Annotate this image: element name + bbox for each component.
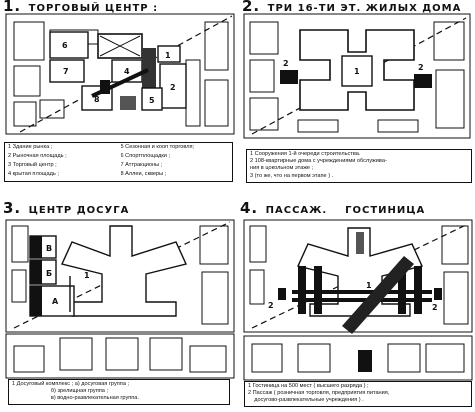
block-1-market [157, 45, 181, 63]
legend-item: в) водно-развлекательная группа. [12, 395, 139, 402]
legend-item: 3 Торговый центр ; [8, 162, 57, 168]
label-2-right: 2 [418, 63, 424, 72]
panel-1-number: 1. [3, 0, 22, 15]
legend-item: 1 Здание рынка ; [8, 144, 53, 150]
legend-item: 1 Гостиница на 500 мест ( высшего разряд… [248, 383, 369, 389]
block-2-market-square [159, 63, 187, 109]
label-4: 4 [124, 67, 130, 76]
panel-3-legend: 1 Досуговый комплекс ; а) досуговая груп… [8, 379, 230, 405]
tower-1 [341, 55, 373, 87]
label-6: 6 [62, 41, 68, 50]
panel-3-title: ЦЕНТР ДОСУГА [28, 205, 130, 216]
panel-1-trade-center: 1. ТОРГОВЫЙ ЦЕНТР : 6 7 4 8 5 2 1 [0, 0, 237, 206]
label-5: 5 [149, 96, 155, 105]
label-1: 1 [84, 271, 90, 280]
legend-item: 1 Досуговый комплекс ; а) досуговая груп… [12, 381, 130, 387]
label-8: 8 [94, 95, 100, 104]
panel-1-legend: 1 Здание рынка ; 5 Сезонная и кооп торго… [4, 142, 233, 182]
panel-4-heading: 4. ПАССАЖ. ГОСТИНИЦА [240, 199, 425, 217]
panel-1-heading: 1. ТОРГОВЫЙ ЦЕНТР : [3, 0, 158, 15]
block-5-seasonal [141, 87, 163, 111]
label-1: 1 [165, 51, 171, 60]
panel-2-site-plan: 2 1 2 [243, 13, 471, 139]
panel-1-site-plan: 6 7 4 8 5 2 1 [5, 13, 235, 135]
panel-4-passage-hotel: 4. ПАССАЖ. ГОСТИНИЦА 1 2 2 1 [238, 199, 475, 412]
panel-2-heading: 2. ТРИ 16-ТИ ЭТ. ЖИЛЫХ ДОМА [242, 0, 461, 15]
label-v: В [46, 244, 52, 253]
legend-item: 6 Спортплощадки ; [120, 153, 171, 159]
panel-1-title: ТОРГОВЫЙ ЦЕНТР : [28, 3, 159, 14]
legend-item: досугово-развлекательные учреждения ) . [248, 397, 364, 404]
label-2: 2 [170, 83, 176, 92]
panel-4-title: ПАССАЖ. ГОСТИНИЦА [265, 205, 426, 216]
legend-item: ния в цокольном этаже ; [250, 165, 314, 172]
block-6-sport [49, 31, 89, 59]
block-7-attractions [49, 59, 85, 83]
house-2-left [280, 70, 298, 84]
legend-item: 4 крытая площадь ; [8, 171, 59, 177]
legend-item: 3 (то же, что на первом этапе ) . [250, 172, 334, 179]
panel-2-title: ТРИ 16-ТИ ЭТ. ЖИЛЫХ ДОМА [267, 3, 462, 14]
panel-4-legend: 1 Гостиница на 500 мест ( высшего разряд… [244, 381, 472, 407]
panel-2-number: 2. [242, 0, 261, 15]
legend-item: б) зрелищная группа ; [12, 388, 109, 395]
panel-2-legend: 1 Сооружения 1-й очереди строительства. … [246, 149, 472, 183]
panel-3-leisure-center: 3. ЦЕНТР ДОСУГА В Б А 1 1 Досуговый комп… [0, 199, 237, 412]
label-a: А [52, 297, 59, 306]
legend-item: 5 Сезонная и кооп торговля; [120, 144, 195, 150]
panel-3-number: 3. [3, 199, 22, 217]
legend-item: 2 108-квартирные дома с учреждениями обс… [250, 158, 387, 165]
legend-item: 2 Рыночная площадь ; [8, 153, 67, 159]
label-2-left: 2 [283, 59, 289, 68]
panel-3-site-plan: В Б А 1 [5, 219, 235, 379]
label-7: 7 [63, 67, 69, 76]
label-1: 1 [354, 67, 360, 76]
label-b: Б [46, 269, 52, 278]
passage-grid [278, 266, 442, 314]
label-2-right: 2 [432, 303, 438, 312]
hotel-1 [342, 256, 414, 334]
panel-2-residential: 2. ТРИ 16-ТИ ЭТ. ЖИЛЫХ ДОМА 2 1 2 1 Соор… [238, 0, 475, 206]
label-1: 1 [366, 281, 372, 290]
legend-item: 2 Пассаж ( розничная торговля, предприят… [248, 390, 390, 397]
house-2-right [414, 74, 432, 88]
panel-4-number: 4. [240, 199, 259, 217]
panel-3-heading: 3. ЦЕНТР ДОСУГА [3, 199, 129, 217]
label-2-left: 2 [268, 301, 274, 310]
legend-item: 8 Аллеи, скверы ; [120, 171, 167, 177]
legend-item: 7 Аттракционы ; [120, 162, 163, 168]
legend-item: 1 Сооружения 1-й очереди строительства. [250, 151, 361, 157]
panel-4-site-plan: 1 2 2 [243, 219, 473, 381]
